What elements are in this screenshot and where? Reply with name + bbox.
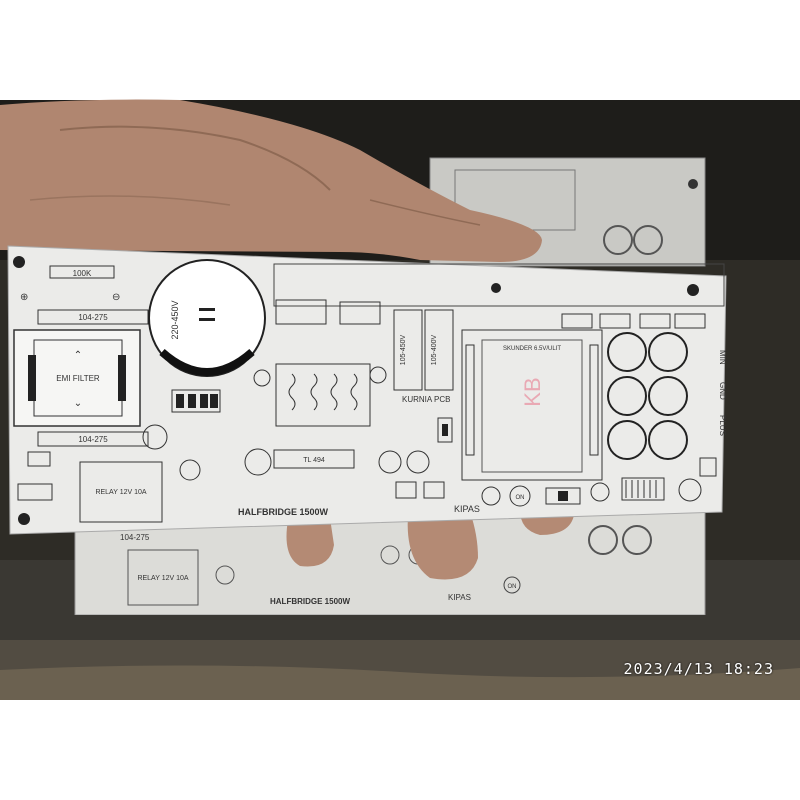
front-board: 100K ⊕ ⊖ 104-275 EMI FILTER ⌃ ⌄ 104-275 … [7,245,727,535]
rear-cap-label: 104-275 [120,533,150,542]
minus-sign: ⊖ [112,292,120,303]
label-brand: KURNIA PCB [402,395,450,404]
label-on: ON [516,495,525,501]
arrow-up-glyph: ⌃ [74,350,82,361]
output-capacitors [607,332,688,460]
label-out-min: MIN [718,350,727,365]
rear-relay-label: RELAY 12V 10A [137,575,188,582]
rear-kipas-label: KIPAS [448,593,471,602]
mount-hole [491,283,501,293]
label-board-title: HALFBRIDGE 1500W [238,507,329,517]
label-secondary: SKUNDER 6.5V/ULIT [503,346,561,352]
label-104-top: 104-275 [78,313,108,322]
label-cap-a: 105-450V [400,334,407,365]
label-104-bottom: 104-275 [78,435,108,444]
arrow-down-glyph: ⌄ [74,398,82,409]
label-out-plus: PLUS [718,415,727,436]
label-100k: 100K [73,269,92,278]
rear-board-title: HALFBRIDGE 1500W [270,597,350,606]
logo-kb: KB [520,377,545,406]
photo-timestamp: 2023/4/13 18:23 [623,660,774,678]
label-relay: RELAY 12V 10A [95,489,146,496]
rear-on-label: ON [508,584,517,590]
plus-sign: ⊕ [20,292,28,303]
mount-hole [18,513,30,525]
label-kipas: KIPAS [454,504,480,514]
mount-hole [687,284,699,296]
label-ic: TL 494 [303,457,325,464]
label-out-gnd: GND [718,382,727,400]
label-cap-b: 105-400V [431,334,438,365]
label-main-cap: 220-450V [170,300,180,339]
mount-hole [13,256,25,268]
label-emi-filter: EMI FILTER [56,374,100,383]
